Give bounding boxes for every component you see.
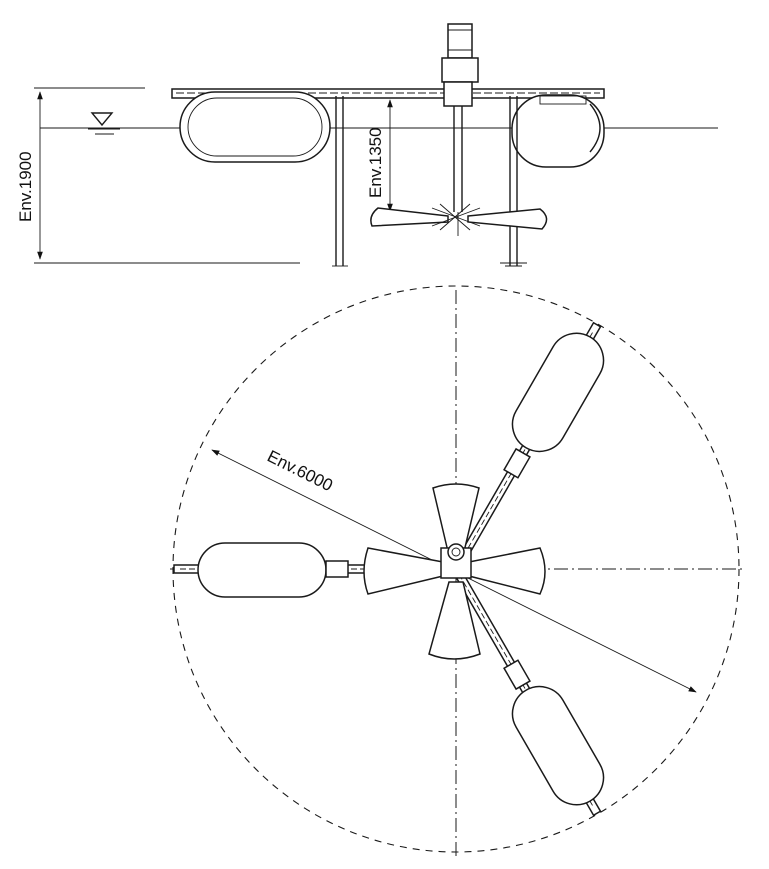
left-float (179, 91, 331, 163)
elevation-view: Env.1900 Env.1350 (16, 23, 718, 267)
diameter-dimension-label: Env.6000 (264, 447, 336, 496)
right-float (511, 94, 605, 168)
shaft (453, 106, 463, 212)
arm-left (173, 542, 455, 598)
support-legs (332, 96, 527, 267)
propeller-elevation (370, 203, 548, 236)
water-level-symbol (88, 112, 120, 135)
arm-upper-right (451, 321, 605, 573)
plan-view: Env.6000 (170, 285, 745, 860)
depth-dimension: Env.1900 (16, 87, 300, 264)
arm-lower-right (451, 565, 605, 817)
hub (440, 543, 472, 579)
depth-dimension-label: Env.1900 (16, 151, 35, 222)
propeller-plan (363, 483, 546, 660)
immersion-dimension-label: Env.1350 (366, 127, 385, 198)
immersion-dimension: Env.1350 (366, 95, 440, 216)
motor-gearbox (441, 23, 479, 107)
